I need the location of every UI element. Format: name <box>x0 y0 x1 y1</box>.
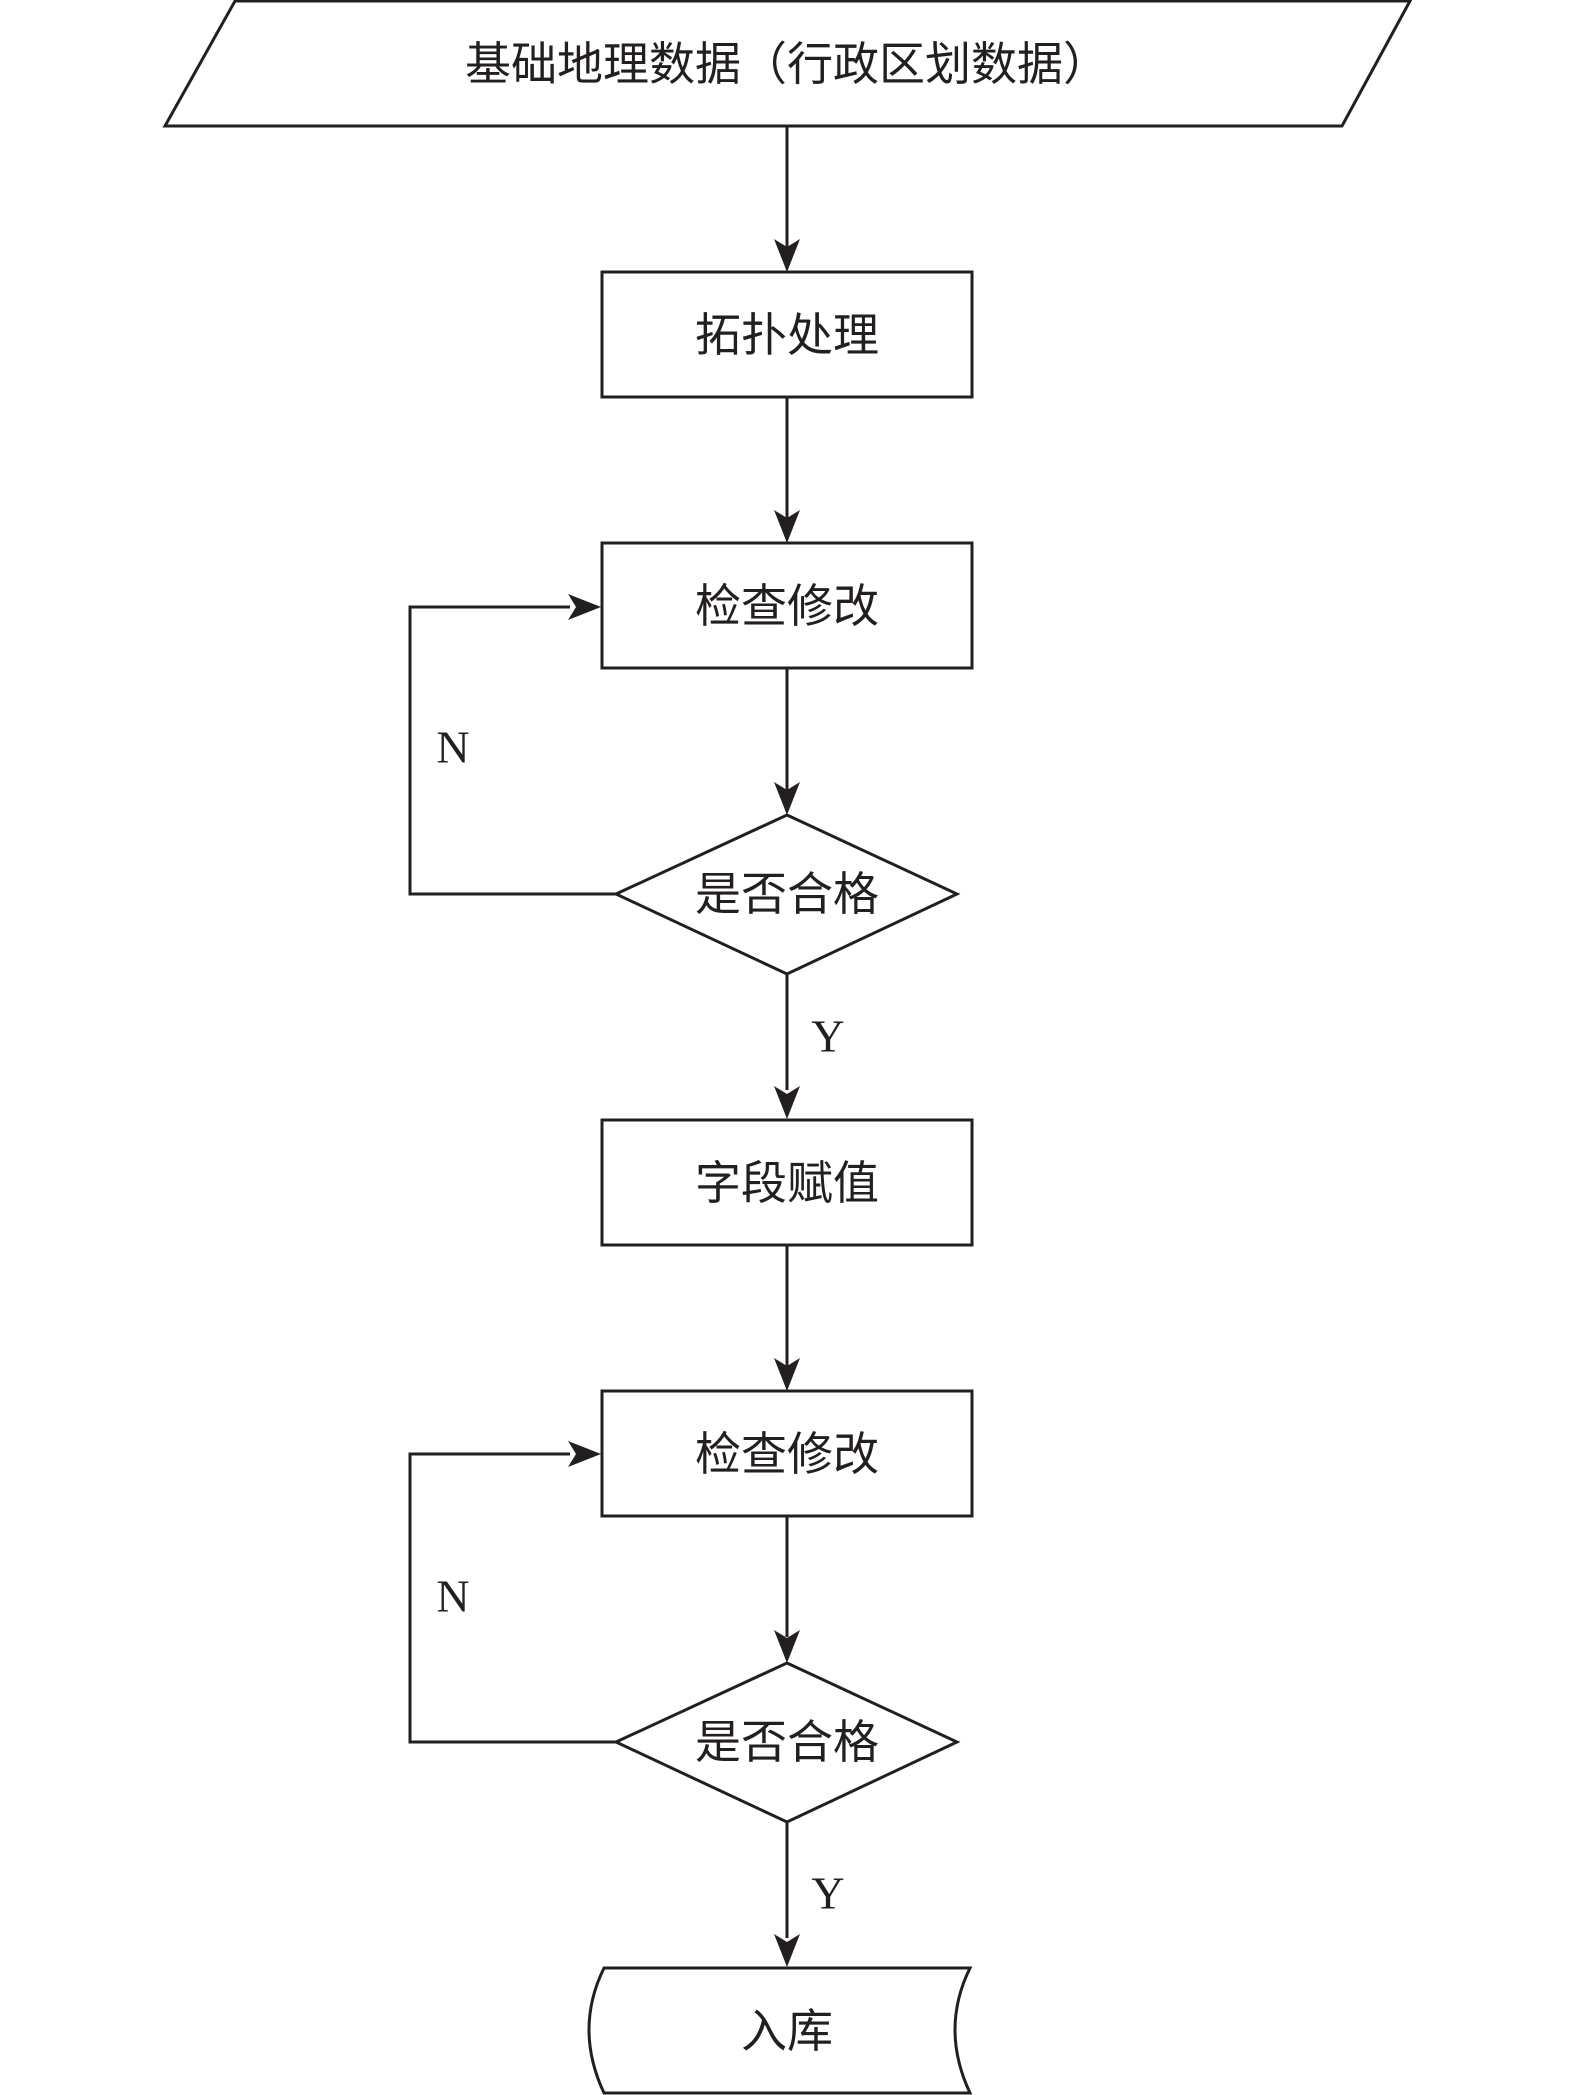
topology-label: 拓扑处理 <box>695 308 879 362</box>
input-node: 基础地理数据（行政区划数据） <box>162 0 1413 128</box>
edge-label-no: N <box>436 1571 469 1622</box>
connectors <box>408 126 789 1938</box>
arrowhead <box>774 510 800 543</box>
edge-decision2-to-check2-no <box>408 1452 616 1744</box>
process-box <box>600 270 974 399</box>
arrowhead <box>774 1934 800 1967</box>
input-label: 基础地理数据（行政区划数据） <box>465 37 1109 91</box>
arrowhead <box>774 1630 800 1663</box>
arrowheads <box>568 239 800 1967</box>
arrowhead <box>568 1441 601 1467</box>
process-box <box>600 1389 974 1518</box>
decision2-label: 是否合格 <box>695 1715 879 1769</box>
arrowhead <box>774 1358 800 1391</box>
assign-node: 字段赋值 <box>600 1118 974 1247</box>
decision2-node: 是否合格 <box>612 1661 961 1824</box>
arrowhead <box>774 782 800 815</box>
edge-labels: N Y N Y <box>436 722 844 1919</box>
decision-diamond <box>612 813 961 976</box>
process-box <box>600 1118 974 1247</box>
edge-label-no: N <box>436 722 469 773</box>
arrowhead <box>774 239 800 272</box>
stored-data-shape <box>587 1966 973 2095</box>
assign-label: 字段赋值 <box>695 1156 879 1210</box>
store-label: 入库 <box>741 2004 833 2058</box>
decision-diamond <box>612 1661 961 1824</box>
edge-decision1-to-check1-no <box>408 605 616 896</box>
edge-label-yes: Y <box>811 1011 844 1062</box>
decision1-label: 是否合格 <box>695 867 879 921</box>
check2-node: 检查修改 <box>600 1389 974 1518</box>
arrowhead <box>774 1086 800 1119</box>
arrowhead <box>568 594 601 620</box>
topology-node: 拓扑处理 <box>600 270 974 399</box>
decision1-node: 是否合格 <box>612 813 961 976</box>
check1-label: 检查修改 <box>695 579 879 633</box>
store-node: 入库 <box>587 1966 973 2095</box>
edge-label-yes: Y <box>811 1868 844 1919</box>
process-box <box>600 541 974 670</box>
parallelogram-shape <box>162 0 1413 128</box>
check1-node: 检查修改 <box>600 541 974 670</box>
check2-label: 检查修改 <box>695 1427 879 1481</box>
